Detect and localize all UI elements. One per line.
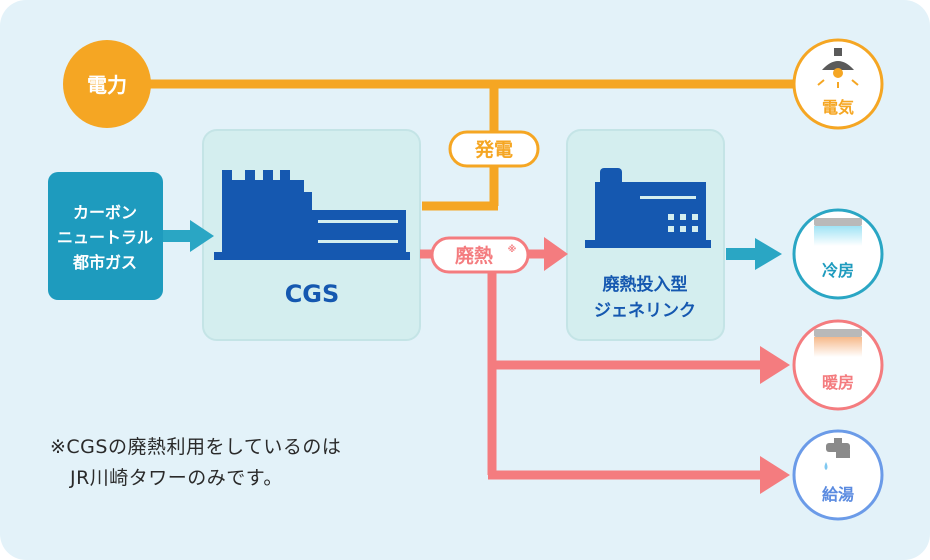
source-label-line1: カーボン [73, 203, 137, 222]
source-label-line3: 都市ガス [72, 253, 137, 272]
cgs-label: CGS [285, 280, 340, 308]
chiller-label-line1: 廃熱投入型 [603, 274, 688, 295]
heating-label: 暖房 [822, 373, 854, 392]
arrow-to-cooling [755, 238, 782, 270]
arrow-to-cgs [190, 220, 214, 252]
waste-heat-mark: ※ [508, 244, 517, 255]
arrow-to-hot-water [760, 456, 790, 494]
generation-badge [448, 130, 540, 168]
hot-water-node [792, 429, 884, 521]
faucet-icon [824, 438, 850, 470]
cgs-machine-icon [214, 170, 410, 260]
electricity-label: 電気 [822, 98, 854, 117]
footnote: ※CGSの廃熱利用をしているのは JR川崎タワーのみです。 [50, 432, 341, 494]
power-node [63, 40, 151, 128]
waste-heat-label: 廃熱 [455, 244, 493, 267]
arrow-to-chiller [544, 237, 568, 271]
chiller-label-line2: ジェネリンク [594, 301, 696, 321]
chiller-machine-icon [585, 168, 711, 248]
heating-unit-icon [814, 329, 862, 357]
source-box [48, 172, 163, 300]
footnote-line2: JR川崎タワーのみです。 [70, 467, 283, 489]
power-label: 電力 [87, 73, 127, 97]
source-label-line2: ニュートラル [57, 228, 153, 247]
footnote-line1: ※CGSの廃熱利用をしているのは [50, 436, 342, 458]
arrow-to-heating [760, 346, 790, 384]
light-bulb-icon [817, 48, 859, 88]
cooling-unit-icon [814, 218, 862, 246]
cooling-label: 冷房 [822, 261, 854, 280]
generation-label: 発電 [474, 138, 513, 161]
hot-water-label: 給湯 [822, 485, 854, 504]
chiller-machine-detail [640, 196, 698, 232]
waste-heat-badge [430, 236, 530, 274]
cgs-machine-detail [318, 220, 398, 243]
teal-arrows [160, 220, 782, 270]
